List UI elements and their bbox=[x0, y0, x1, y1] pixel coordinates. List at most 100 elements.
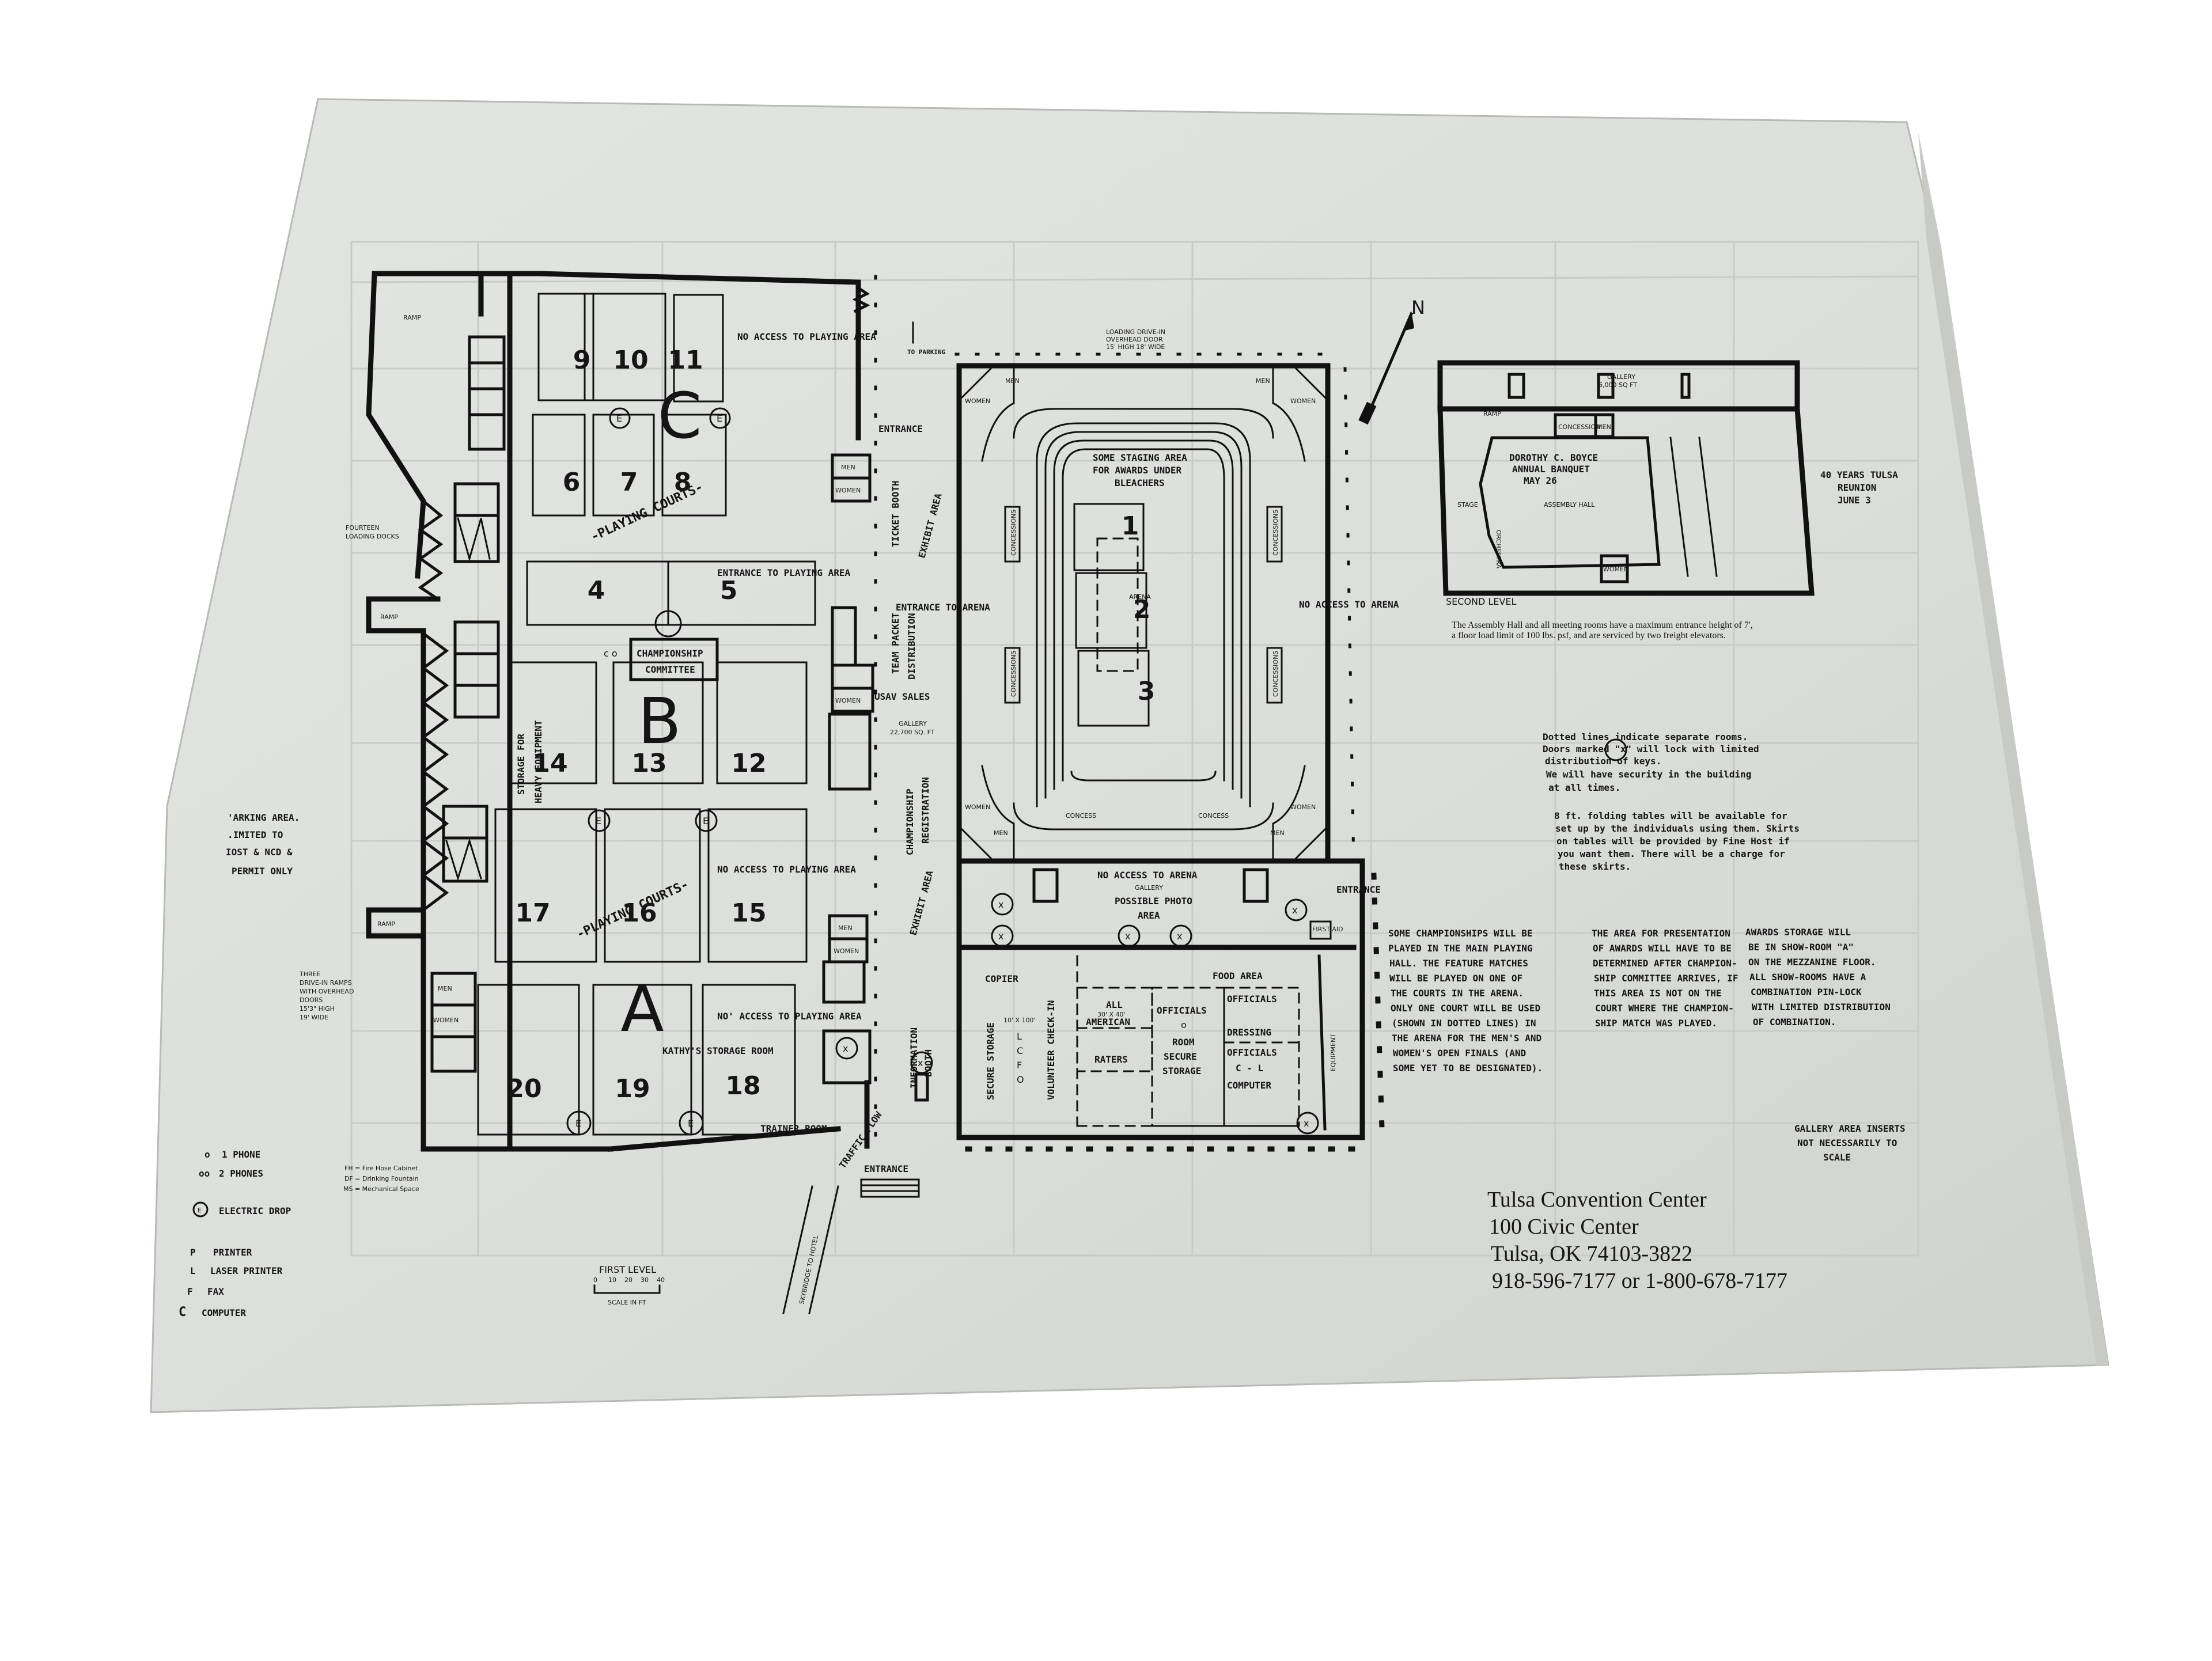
court-11: 11 bbox=[668, 346, 703, 375]
svg-text:x: x bbox=[1177, 931, 1182, 942]
svg-text:(SHOWN IN DOTTED LINES) IN: (SHOWN IN DOTTED LINES) IN bbox=[1392, 1018, 1536, 1029]
svg-text:8 ft. folding tables will be a: 8 ft. folding tables will be available f… bbox=[1554, 810, 1787, 821]
entrance-top-label: ENTRANCE bbox=[878, 423, 923, 434]
svg-text:DRESSING: DRESSING bbox=[1227, 1027, 1271, 1038]
usav-sales-label: USAV SALES bbox=[874, 691, 930, 702]
svg-text:MEN: MEN bbox=[841, 464, 855, 471]
parking-note: 'ARKING AREA. .IMITED TO IOST & NCD & PE… bbox=[226, 812, 300, 877]
svg-text:DETERMINED AFTER CHAMPION-: DETERMINED AFTER CHAMPION- bbox=[1593, 958, 1737, 969]
secure-storage-label: SECURE STORAGE bbox=[985, 1022, 996, 1100]
svg-text:set up by the individuals usin: set up by the individuals using them. Sk… bbox=[1555, 823, 1800, 834]
svg-text:E: E bbox=[616, 413, 622, 424]
svg-text:Dotted lines indicate separate: Dotted lines indicate separate rooms. bbox=[1543, 731, 1748, 742]
svg-text:these skirts.: these skirts. bbox=[1559, 861, 1631, 872]
svg-text:SHIP COMMITTEE ARRIVES, IF: SHIP COMMITTEE ARRIVES, IF bbox=[1594, 973, 1738, 984]
svg-text:COURT WHERE THE CHAMPION-: COURT WHERE THE CHAMPION- bbox=[1595, 1003, 1734, 1014]
svg-text:E: E bbox=[717, 413, 722, 424]
tables-note: 8 ft. folding tables will be available f… bbox=[1554, 810, 1800, 872]
svg-text:WOMEN'S OPEN FINALS (AND: WOMEN'S OPEN FINALS (AND bbox=[1393, 1048, 1526, 1059]
svg-text:ROOM: ROOM bbox=[1172, 1037, 1195, 1048]
gallery-inserts-note: GALLERY AREA INSERTS NOT NECESSARILY TO … bbox=[1794, 1123, 1906, 1163]
ramp-label-low: RAMP bbox=[377, 920, 395, 928]
svg-text:distribution of keys.: distribution of keys. bbox=[1545, 756, 1661, 767]
svg-text:HALL. THE FEATURE MATCHES: HALL. THE FEATURE MATCHES bbox=[1389, 958, 1528, 969]
arena-court-1: 1 bbox=[1122, 511, 1139, 541]
svg-text:ALL SHOW-ROOMS HAVE A: ALL SHOW-ROOMS HAVE A bbox=[1749, 972, 1866, 983]
svg-text:CONCESSIONS: CONCESSIONS bbox=[1010, 510, 1017, 556]
reunion-label-2: REUNION bbox=[1838, 482, 1876, 493]
svg-text:STORAGE: STORAGE bbox=[1162, 1065, 1201, 1076]
svg-text:x: x bbox=[998, 899, 1003, 910]
svg-text:AWARDS STORAGE WILL: AWARDS STORAGE WILL bbox=[1745, 927, 1851, 938]
svg-text:ONLY ONE COURT WILL BE USED: ONLY ONE COURT WILL BE USED bbox=[1391, 1003, 1540, 1014]
championship-committee-box bbox=[629, 638, 719, 681]
svg-text:x: x bbox=[918, 1057, 923, 1068]
svg-text:WOMEN: WOMEN bbox=[834, 947, 859, 955]
svg-text:SOME YET TO BE DESIGNATED).: SOME YET TO BE DESIGNATED). bbox=[1393, 1063, 1543, 1074]
trainer-room-label: TRAINER ROOM bbox=[760, 1123, 827, 1134]
svg-text:C: C bbox=[1017, 1045, 1023, 1056]
svg-text:We will have security in the b: We will have security in the building bbox=[1546, 769, 1751, 780]
svg-text:MEN: MEN bbox=[1256, 377, 1270, 385]
svg-text:MS = Mechanical Space: MS = Mechanical Space bbox=[343, 1185, 419, 1193]
svg-text:RAMP: RAMP bbox=[1483, 410, 1501, 418]
electric-drop-icon: E E bbox=[588, 809, 718, 832]
svg-text:GALLERY AREA INSERTS: GALLERY AREA INSERTS bbox=[1794, 1123, 1906, 1134]
fourteen-docks-label-1: FOURTEEN bbox=[346, 524, 380, 532]
second-level-plan: GALLERY 6,000 SQ FT RAMP CONCESSION MEN … bbox=[1437, 360, 1898, 640]
svg-text:x: x bbox=[1292, 905, 1297, 916]
court-18: 18 bbox=[725, 1071, 760, 1101]
storage-heavy-label-1: STORAGE FOR bbox=[516, 734, 527, 795]
svg-text:30' X 40': 30' X 40' bbox=[1097, 1011, 1126, 1018]
svg-text:WILL BE PLAYED ON ONE OF: WILL BE PLAYED ON ONE OF bbox=[1389, 973, 1522, 984]
section-c-letter: C bbox=[658, 379, 702, 453]
show-through-grid bbox=[350, 241, 1919, 1257]
legend-symbol-printer: P bbox=[190, 1247, 196, 1258]
reunion-label-3: JUNE 3 bbox=[1838, 495, 1871, 506]
first-level-label: FIRST LEVEL bbox=[599, 1264, 656, 1275]
svg-text:STAGE: STAGE bbox=[1457, 501, 1478, 509]
gallery-sqft-label-1: GALLERY bbox=[899, 720, 927, 727]
svg-text:WOMEN: WOMEN bbox=[965, 803, 990, 811]
svg-text:WOMEN: WOMEN bbox=[1603, 566, 1628, 573]
court-13: 13 bbox=[631, 749, 666, 778]
svg-text:CONCESSIONS: CONCESSIONS bbox=[1272, 651, 1279, 697]
legend: o 1 PHONE oo 2 PHONES E ELECTRIC DROP P … bbox=[179, 1149, 291, 1319]
second-level-caption-2: a floor load limit of 100 lbs. psf, and … bbox=[1452, 631, 1726, 640]
svg-text:MEN: MEN bbox=[838, 924, 853, 932]
no-access-playing-label-2: NO ACCESS TO PLAYING AREA bbox=[717, 864, 856, 875]
svg-text:THIS AREA IS NOT ON THE: THIS AREA IS NOT ON THE bbox=[1594, 988, 1722, 999]
ramp-label-mid: RAMP bbox=[380, 613, 398, 621]
svg-text:.IMITED TO: .IMITED TO bbox=[228, 829, 283, 840]
storage-heavy-label-2: HEAVY EQUIPMENT bbox=[533, 720, 544, 804]
svg-text:DRIVE-IN RAMPS: DRIVE-IN RAMPS bbox=[300, 979, 352, 987]
lower-gallery: NO ACCESS TO ARENA GALLERY POSSIBLE PHOT… bbox=[835, 858, 1385, 1152]
svg-text:FAX: FAX bbox=[207, 1286, 224, 1297]
championship-registration-label-1: CHAMPIONSHIP bbox=[904, 788, 915, 855]
paper-sheet bbox=[150, 98, 2109, 1413]
locked-door-icon bbox=[1604, 738, 1627, 761]
north-arrow-icon: N bbox=[1358, 297, 1425, 425]
team-packet-label-1: TEAM PACKET bbox=[890, 613, 901, 674]
team-packet-label-2: DISTRIBUTION bbox=[906, 613, 917, 680]
banquet-label-1: DOROTHY C. BOYCE bbox=[1509, 452, 1598, 463]
svg-text:F: F bbox=[1017, 1060, 1022, 1071]
svg-text:SCALE: SCALE bbox=[1823, 1152, 1851, 1163]
court-15: 15 bbox=[731, 898, 766, 928]
svg-text:OFFICIALS: OFFICIALS bbox=[1227, 993, 1277, 1004]
svg-text:DF = Drinking Fountain: DF = Drinking Fountain bbox=[344, 1175, 419, 1182]
svg-text:30: 30 bbox=[641, 1276, 649, 1284]
svg-text:THE ARENA FOR THE MEN'S AND: THE ARENA FOR THE MEN'S AND bbox=[1392, 1033, 1541, 1044]
svg-text:19' WIDE: 19' WIDE bbox=[300, 1014, 328, 1021]
staging-label-1: SOME STAGING AREA bbox=[1093, 452, 1187, 463]
svg-text:IOST & NCD &: IOST & NCD & bbox=[226, 847, 293, 858]
svg-text:you want them. There will be: you want them. There will be a charge fo… bbox=[1558, 848, 1785, 859]
first-aid-label: FIRST AID bbox=[1312, 926, 1343, 933]
court-20: 20 bbox=[506, 1074, 541, 1103]
svg-text:ORCHESTRA: ORCHESTRA bbox=[1495, 530, 1502, 569]
address-block: Tulsa Convention Center 100 Civic Center… bbox=[1487, 1188, 1787, 1293]
svg-text:THE COURTS IN THE ARENA.: THE COURTS IN THE ARENA. bbox=[1391, 988, 1524, 999]
awards-area-note: THE AREA FOR PRESENTATION OF AWARDS WILL… bbox=[1592, 928, 1738, 1029]
svg-text:on tables will be provided by: on tables will be provided by Fine Host … bbox=[1556, 836, 1790, 847]
svg-text:E: E bbox=[596, 816, 601, 826]
